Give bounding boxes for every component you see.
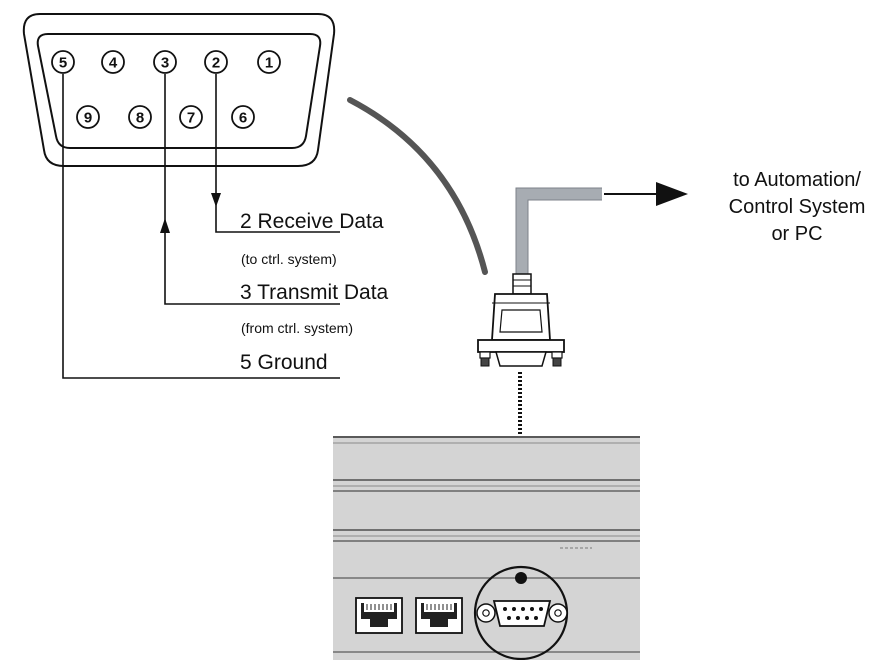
pin-label: 1 [265,55,273,72]
destination-line-3: or PC [771,223,822,245]
pin-3: 3 [153,50,177,74]
ethernet-port-1 [355,597,403,634]
transmit-data-note: (from ctrl. system) [241,320,353,336]
connection-point-dot [515,572,527,584]
pin-6: 6 [231,105,255,129]
pin-label: 5 [59,55,67,72]
down-arrow-icon [211,193,221,207]
dsub-plug [477,293,565,367]
db9-connector-face: 5 4 3 2 1 9 8 7 [22,13,336,167]
pin-8: 8 [128,105,152,129]
receive-data-note: (to ctrl. system) [241,251,337,267]
device-rear-panel [333,436,640,660]
ethernet-port-2 [415,597,463,634]
pin-label: 4 [109,55,118,72]
pin-1: 1 [257,50,281,74]
serial-cable [512,187,602,295]
to-control-system-arrow [604,182,688,206]
ground-line [62,74,340,379]
pin-label: 9 [84,110,92,127]
pin-4: 4 [101,50,125,74]
left-thumbscrew [479,351,491,367]
pin-2: 2 [204,50,228,74]
pin-7: 7 [179,105,203,129]
rs232-port [476,600,568,627]
ground-label: 5 Ground [240,351,328,374]
pin-5: 5 [51,50,75,74]
pin-label: 6 [239,110,247,127]
callout-curve [347,97,488,275]
pin-9: 9 [76,105,100,129]
transmit-data-label: 3 Transmit Data [240,281,389,304]
destination-label: to Automation/ Control System or PC [729,169,866,245]
pin-label: 3 [161,55,169,72]
pin-label: 7 [187,110,195,127]
transmit-data-line [160,74,340,305]
pin-label: 8 [136,110,144,127]
receive-data-line [211,74,340,233]
pin-label: 2 [212,55,220,72]
destination-line-1: to Automation/ [733,169,861,191]
right-arrow-icon [656,182,688,206]
up-arrow-icon [160,218,170,233]
receive-data-label: 2 Receive Data [240,210,384,233]
destination-line-2: Control System [729,196,866,218]
right-thumbscrew [551,351,563,367]
